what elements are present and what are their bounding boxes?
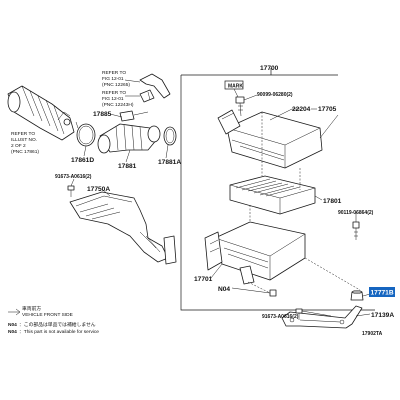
intake-duct <box>7 85 75 141</box>
legend-n04-desc-en: ：This part is not available for service <box>19 329 99 335</box>
label-90099: 90099-06280(2) <box>257 92 293 98</box>
breather-hose <box>139 73 171 103</box>
legend-n04-symbol-en: N04 <box>8 329 17 335</box>
label-17861d: 17861D <box>71 157 94 164</box>
bolt-90119 <box>352 221 360 240</box>
label-17700: 17700 <box>260 65 279 72</box>
label-17139a: 17139A <box>371 312 394 319</box>
vehicle-front-arrow-icon <box>8 308 21 316</box>
legend-n04-desc-jp: ：この部品は単品では補給しません <box>19 321 96 328</box>
label-17801: 17801 <box>323 198 342 205</box>
label-22204: 22204 <box>292 106 311 113</box>
ref-note-1: REFER TO FIG 12-01 (PNC 12265) <box>102 70 130 88</box>
legend-n04-symbol-jp: N04 <box>8 322 17 328</box>
label-90119: 90119-06864(2) <box>338 210 374 216</box>
label-91673-lower: 91673-A0616(2) <box>262 314 299 320</box>
label-17705: 17705 <box>318 106 337 113</box>
label-17750a: 17750A <box>87 186 110 193</box>
mark-text: MARK <box>228 84 243 90</box>
air-cleaner-case <box>204 221 306 285</box>
clamp-17881a <box>163 126 177 146</box>
clamp-17861d <box>75 121 96 147</box>
bolt-91673-upper <box>67 185 75 197</box>
label-91673-upper: 91673-A0616(2) <box>55 174 92 180</box>
highlight-17771b[interactable]: 17771B <box>369 287 395 297</box>
hose-17881 <box>97 123 161 154</box>
air-cleaner-cap <box>217 109 323 169</box>
figure-code: 17902TA <box>362 331 383 337</box>
legend-vehicle-front-jp: 車両前方 <box>22 305 41 312</box>
grommet-17771b <box>350 290 364 301</box>
resonator-17750a <box>69 191 177 265</box>
label-17881: 17881 <box>118 163 137 170</box>
ref-note-3: REFER TO ILLUST NO. 2 OF 2 (PNC 17861) <box>11 131 39 155</box>
label-17885: 17885 <box>93 111 112 118</box>
label-n04: N04 <box>218 286 230 293</box>
filter-element <box>229 175 316 215</box>
legend: 車両前方 VEHICLE FRONT SIDE N04 ：この部品は単品では補給… <box>8 305 99 335</box>
bolt-90099 <box>235 96 245 117</box>
label-17881a: 17881A <box>158 159 181 166</box>
label-17701: 17701 <box>194 276 213 283</box>
ref-note-2: REFER TO FIG 12-01 (PNC 12243H) <box>102 90 134 108</box>
legend-vehicle-front-en: VEHICLE FRONT SIDE <box>22 312 73 318</box>
assembly-bracket <box>180 75 375 311</box>
connector-17885 <box>119 110 149 122</box>
n04-grommet <box>269 289 277 297</box>
label-17771b: 17771B <box>371 290 394 297</box>
